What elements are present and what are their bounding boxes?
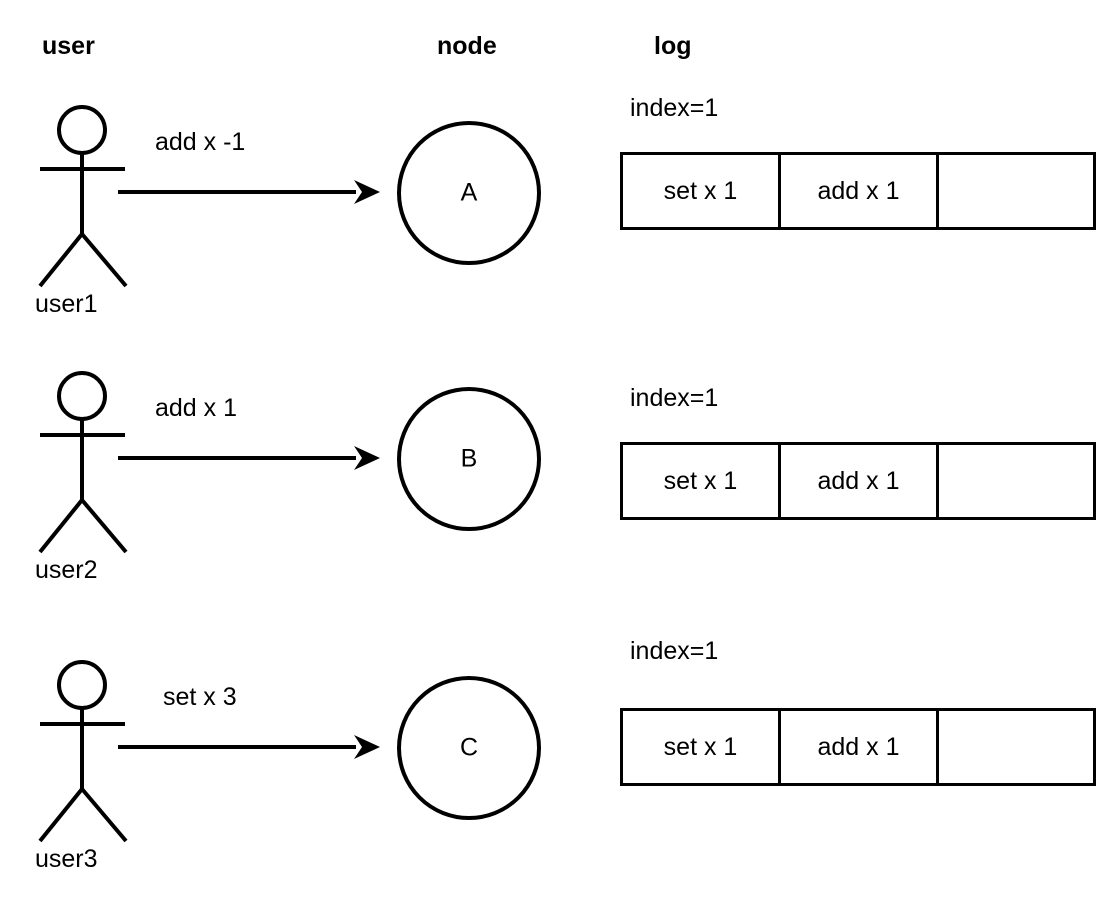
node-label: C	[459, 733, 479, 762]
node-label: B	[460, 444, 478, 473]
message-arrow-icon	[118, 735, 380, 759]
circle-node-icon	[397, 121, 541, 265]
column-header-node: node	[437, 32, 497, 60]
diagram-row: user3 set x 3 C index=1 set x 1 add x 1	[0, 639, 1118, 916]
message-label: set x 3	[163, 683, 237, 711]
log-index-label: index=1	[630, 94, 719, 122]
stick-figure-icon	[38, 371, 128, 554]
message-arrow-icon	[118, 180, 380, 204]
column-header-log: log	[654, 32, 692, 60]
circle-node-icon	[397, 387, 541, 531]
message-label: add x 1	[155, 394, 238, 422]
log-cell[interactable]: add x 1	[781, 155, 939, 227]
message-label: add x -1	[155, 128, 246, 156]
column-header-user: user	[42, 32, 95, 60]
actor-label: user2	[35, 556, 98, 584]
log-table: set x 1 add x 1	[620, 708, 1096, 786]
log-table: set x 1 add x 1	[620, 442, 1096, 520]
log-index-label: index=1	[630, 637, 719, 665]
log-cell[interactable]: add x 1	[781, 445, 939, 517]
log-index-label: index=1	[630, 384, 719, 412]
stick-figure-icon	[38, 105, 128, 288]
stick-figure-icon	[38, 660, 128, 843]
log-cell[interactable]: set x 1	[623, 711, 781, 783]
log-cell[interactable]	[939, 155, 1093, 227]
log-cell[interactable]: set x 1	[623, 445, 781, 517]
diagram-row: user2 add x 1 B index=1 set x 1 add x 1	[0, 362, 1118, 652]
diagram-row: user1 add x -1 A index=1 set x 1 add x 1	[0, 96, 1118, 362]
log-cell[interactable]: set x 1	[623, 155, 781, 227]
node-label: A	[460, 178, 478, 207]
circle-node-icon	[397, 676, 541, 820]
log-cell[interactable]	[939, 711, 1093, 783]
message-arrow-icon	[118, 446, 380, 470]
actor-label: user3	[35, 845, 98, 873]
log-cell[interactable]: add x 1	[781, 711, 939, 783]
actor-label: user1	[35, 290, 98, 318]
log-table: set x 1 add x 1	[620, 152, 1096, 230]
log-cell[interactable]	[939, 445, 1093, 517]
